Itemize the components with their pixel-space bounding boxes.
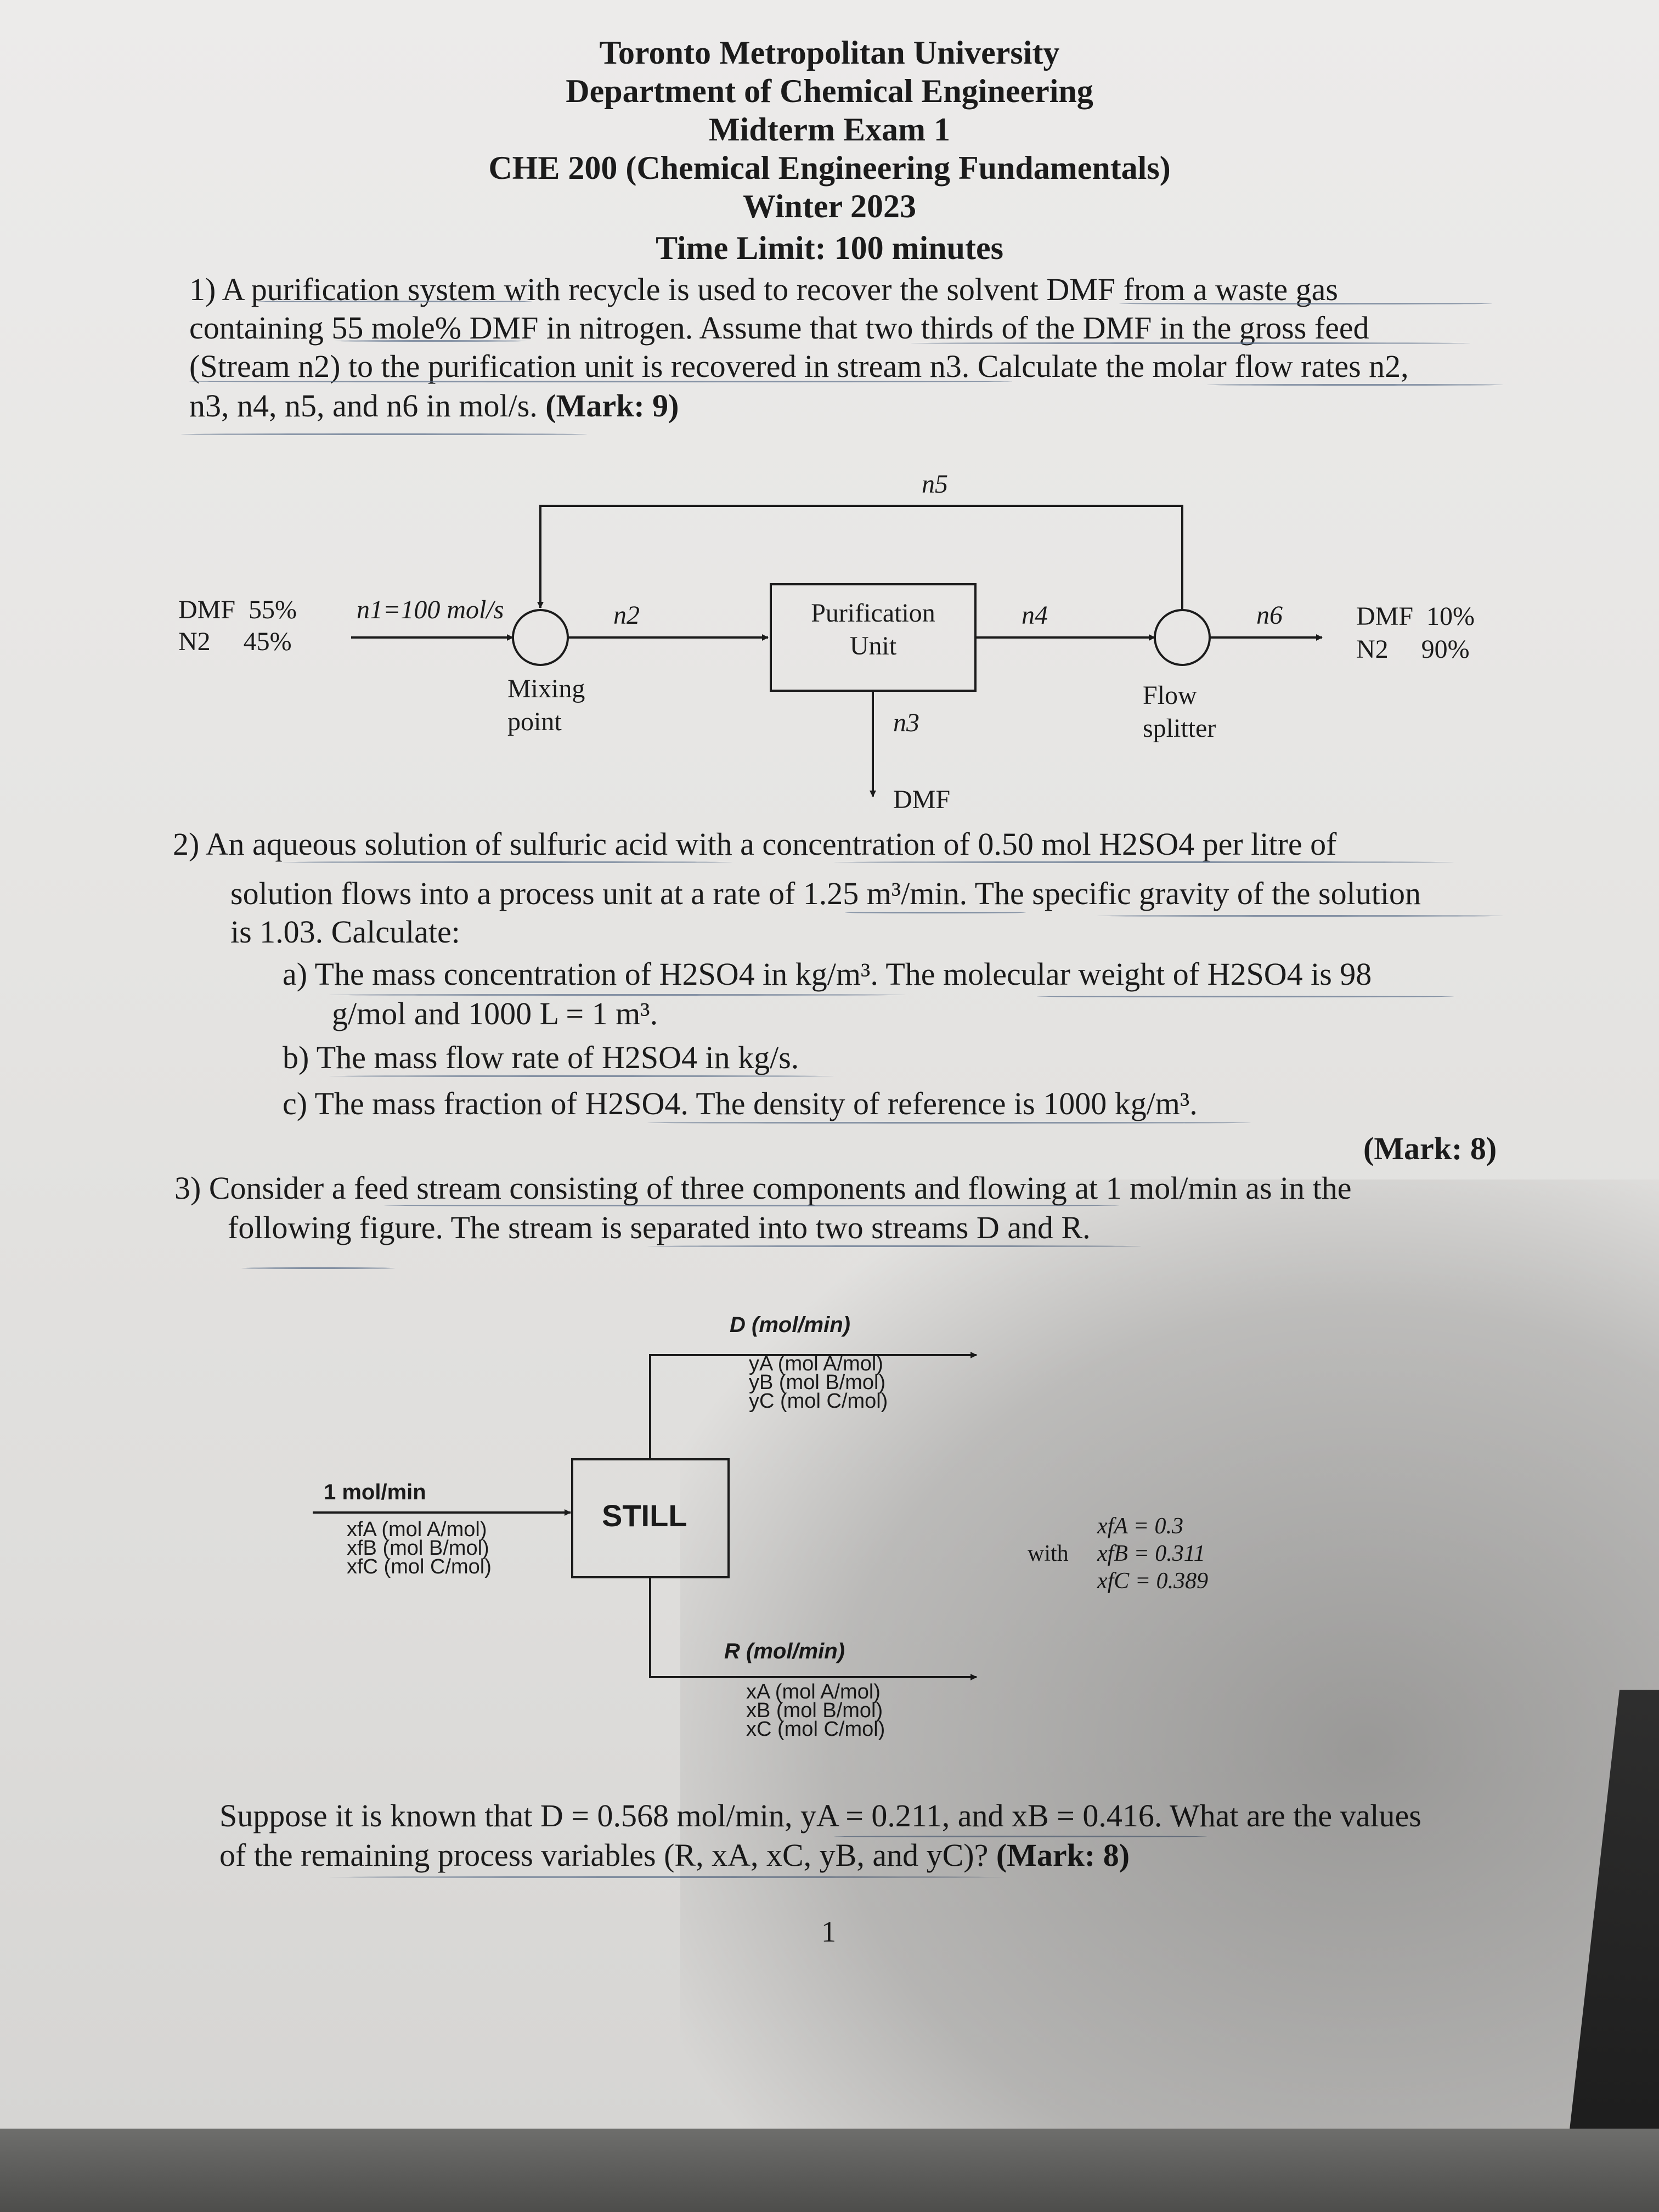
- label-n4: n4: [1022, 601, 1048, 630]
- q1-line-4: n3, n4, n5, and n6 in mol/s. (Mark: 9): [189, 387, 679, 424]
- q2-part-c: c) The mass fraction of H2SO4. The densi…: [283, 1086, 1198, 1121]
- pen-underline: [329, 1075, 834, 1077]
- q3-remaining-variables: of the remaining process variables (R, x…: [219, 1837, 989, 1873]
- q2-line-3: is 1.03. Calculate:: [230, 914, 460, 950]
- pen-underline: [834, 1836, 1207, 1837]
- with-label: with: [1028, 1541, 1069, 1566]
- pen-underline: [384, 1205, 1119, 1206]
- recycle-flow-diagram: [313, 505, 1323, 1680]
- feed-xfc: xfC (mol C/mol): [347, 1555, 492, 1578]
- stream-r-xb: xB (mol B/mol): [746, 1699, 883, 1722]
- pen-underline: [911, 342, 1470, 344]
- label-n2: n2: [613, 601, 640, 630]
- label-n3: n3: [893, 708, 919, 737]
- q3-mark: (Mark: 8): [996, 1837, 1130, 1873]
- stream-r-arrow: [649, 1577, 977, 1680]
- department-name: Department of Chemical Engineering: [566, 73, 1093, 109]
- flow-splitter-label-1: Flow: [1143, 681, 1197, 710]
- purification-unit-label-2: Unit: [849, 631, 897, 661]
- feed-dmf-composition: DMF 55%: [178, 595, 297, 624]
- flow-splitter-circle: [1154, 609, 1211, 666]
- mixing-point-circle: [512, 609, 569, 666]
- stream-d-ya: yA (mol A/mol): [749, 1352, 883, 1375]
- stream-r-xa: xA (mol A/mol): [746, 1680, 881, 1703]
- q2-part-a-line-2: g/mol and 1000 L = 1 m³.: [332, 996, 658, 1031]
- pen-underline: [329, 1876, 1004, 1878]
- q1-line-3: (Stream n2) to the purification unit is …: [189, 348, 1409, 384]
- label-n6: n6: [1256, 601, 1283, 630]
- q2-line-2: solution flows into a process unit at a …: [230, 876, 1421, 911]
- feed-flow-label: 1 mol/min: [324, 1480, 426, 1504]
- pen-underline: [1097, 915, 1503, 917]
- feed-xfa-value: xfA = 0.3: [1097, 1514, 1184, 1539]
- pen-underline: [181, 433, 587, 435]
- q1-mark: (Mark: 9): [545, 388, 679, 424]
- q1-line-2: containing 55 mole% DMF in nitrogen. Ass…: [189, 310, 1369, 346]
- mixing-point-label-2: point: [507, 707, 562, 736]
- pen-underline: [258, 301, 532, 302]
- q2-line-1: 2) An aqueous solution of sulfuric acid …: [173, 826, 1337, 862]
- feed-xfc-value: xfC = 0.389: [1097, 1568, 1209, 1594]
- exam-time-limit: Time Limit: 100 minutes: [656, 230, 1003, 266]
- pen-underline: [1037, 996, 1454, 997]
- output-dmf-composition: DMF 10%: [1356, 602, 1475, 631]
- q3-line-1: 3) Consider a feed stream consisting of …: [174, 1170, 1352, 1206]
- stream-d-yc: yC (mol C/mol): [749, 1390, 888, 1413]
- label-n1: n1=100 mol/s: [357, 595, 504, 624]
- feed-n2-composition: N2 45%: [178, 627, 292, 656]
- label-n5: n5: [922, 470, 948, 499]
- pen-underline: [845, 912, 1026, 913]
- desk-surface: [0, 2129, 1659, 2212]
- purification-unit-label-1: Purification: [811, 599, 935, 628]
- stream-d-arrow: [649, 1352, 977, 1459]
- exam-page: Toronto Metropolitan University Departme…: [0, 0, 1659, 2129]
- dmf-product-label: DMF: [893, 785, 951, 814]
- pen-underline: [1119, 303, 1492, 304]
- output-n2-composition: N2 90%: [1356, 635, 1470, 664]
- university-name: Toronto Metropolitan University: [599, 35, 1060, 71]
- still-label: STILL: [602, 1498, 687, 1533]
- exam-name: Midterm Exam 1: [709, 111, 950, 148]
- q2-mark: (Mark: 8): [1363, 1131, 1497, 1166]
- pen-underline: [647, 1122, 1251, 1124]
- pen-underline: [1207, 384, 1503, 386]
- feed-xfb-value: xfB = 0.311: [1097, 1541, 1205, 1566]
- pen-underline: [189, 381, 1012, 382]
- q3-line-2: following figure. The stream is separate…: [228, 1210, 1091, 1245]
- pen-underline: [834, 861, 1454, 863]
- exam-term: Winter 2023: [742, 188, 917, 224]
- stream-r-label: R (mol/min): [724, 1639, 845, 1663]
- mixing-point-label-1: Mixing: [507, 674, 585, 703]
- flow-splitter-label-2: splitter: [1143, 714, 1216, 743]
- feed-xfa: xfA (mol A/mol): [347, 1518, 487, 1541]
- pen-underline: [335, 340, 527, 342]
- stream-r-xc: xC (mol C/mol): [746, 1718, 885, 1741]
- q2-part-a-line-1: a) The mass concentration of H2SO4 in kg…: [283, 956, 1372, 992]
- page-number: 1: [821, 1915, 836, 1948]
- stream-d-yb: yB (mol B/mol): [749, 1371, 886, 1394]
- feed-xfb: xfB (mol B/mol): [347, 1537, 489, 1560]
- q2-part-b: b) The mass flow rate of H2SO4 in kg/s.: [283, 1040, 799, 1075]
- q3-suppose-line-2: of the remaining process variables (R, x…: [219, 1837, 1130, 1874]
- pen-underline: [283, 861, 732, 863]
- pen-underline: [647, 1245, 1141, 1247]
- q1-variables: n3, n4, n5, and n6 in mol/s.: [189, 388, 538, 424]
- pen-underline: [241, 1267, 395, 1269]
- stream-d-label: D (mol/min): [730, 1313, 850, 1337]
- stream-n5-recycle: [537, 505, 1183, 610]
- q3-suppose-line-1: Suppose it is known that D = 0.568 mol/m…: [219, 1798, 1421, 1833]
- pen-underline: [329, 994, 905, 996]
- course-name: CHE 200 (Chemical Engineering Fundamenta…: [488, 150, 1171, 186]
